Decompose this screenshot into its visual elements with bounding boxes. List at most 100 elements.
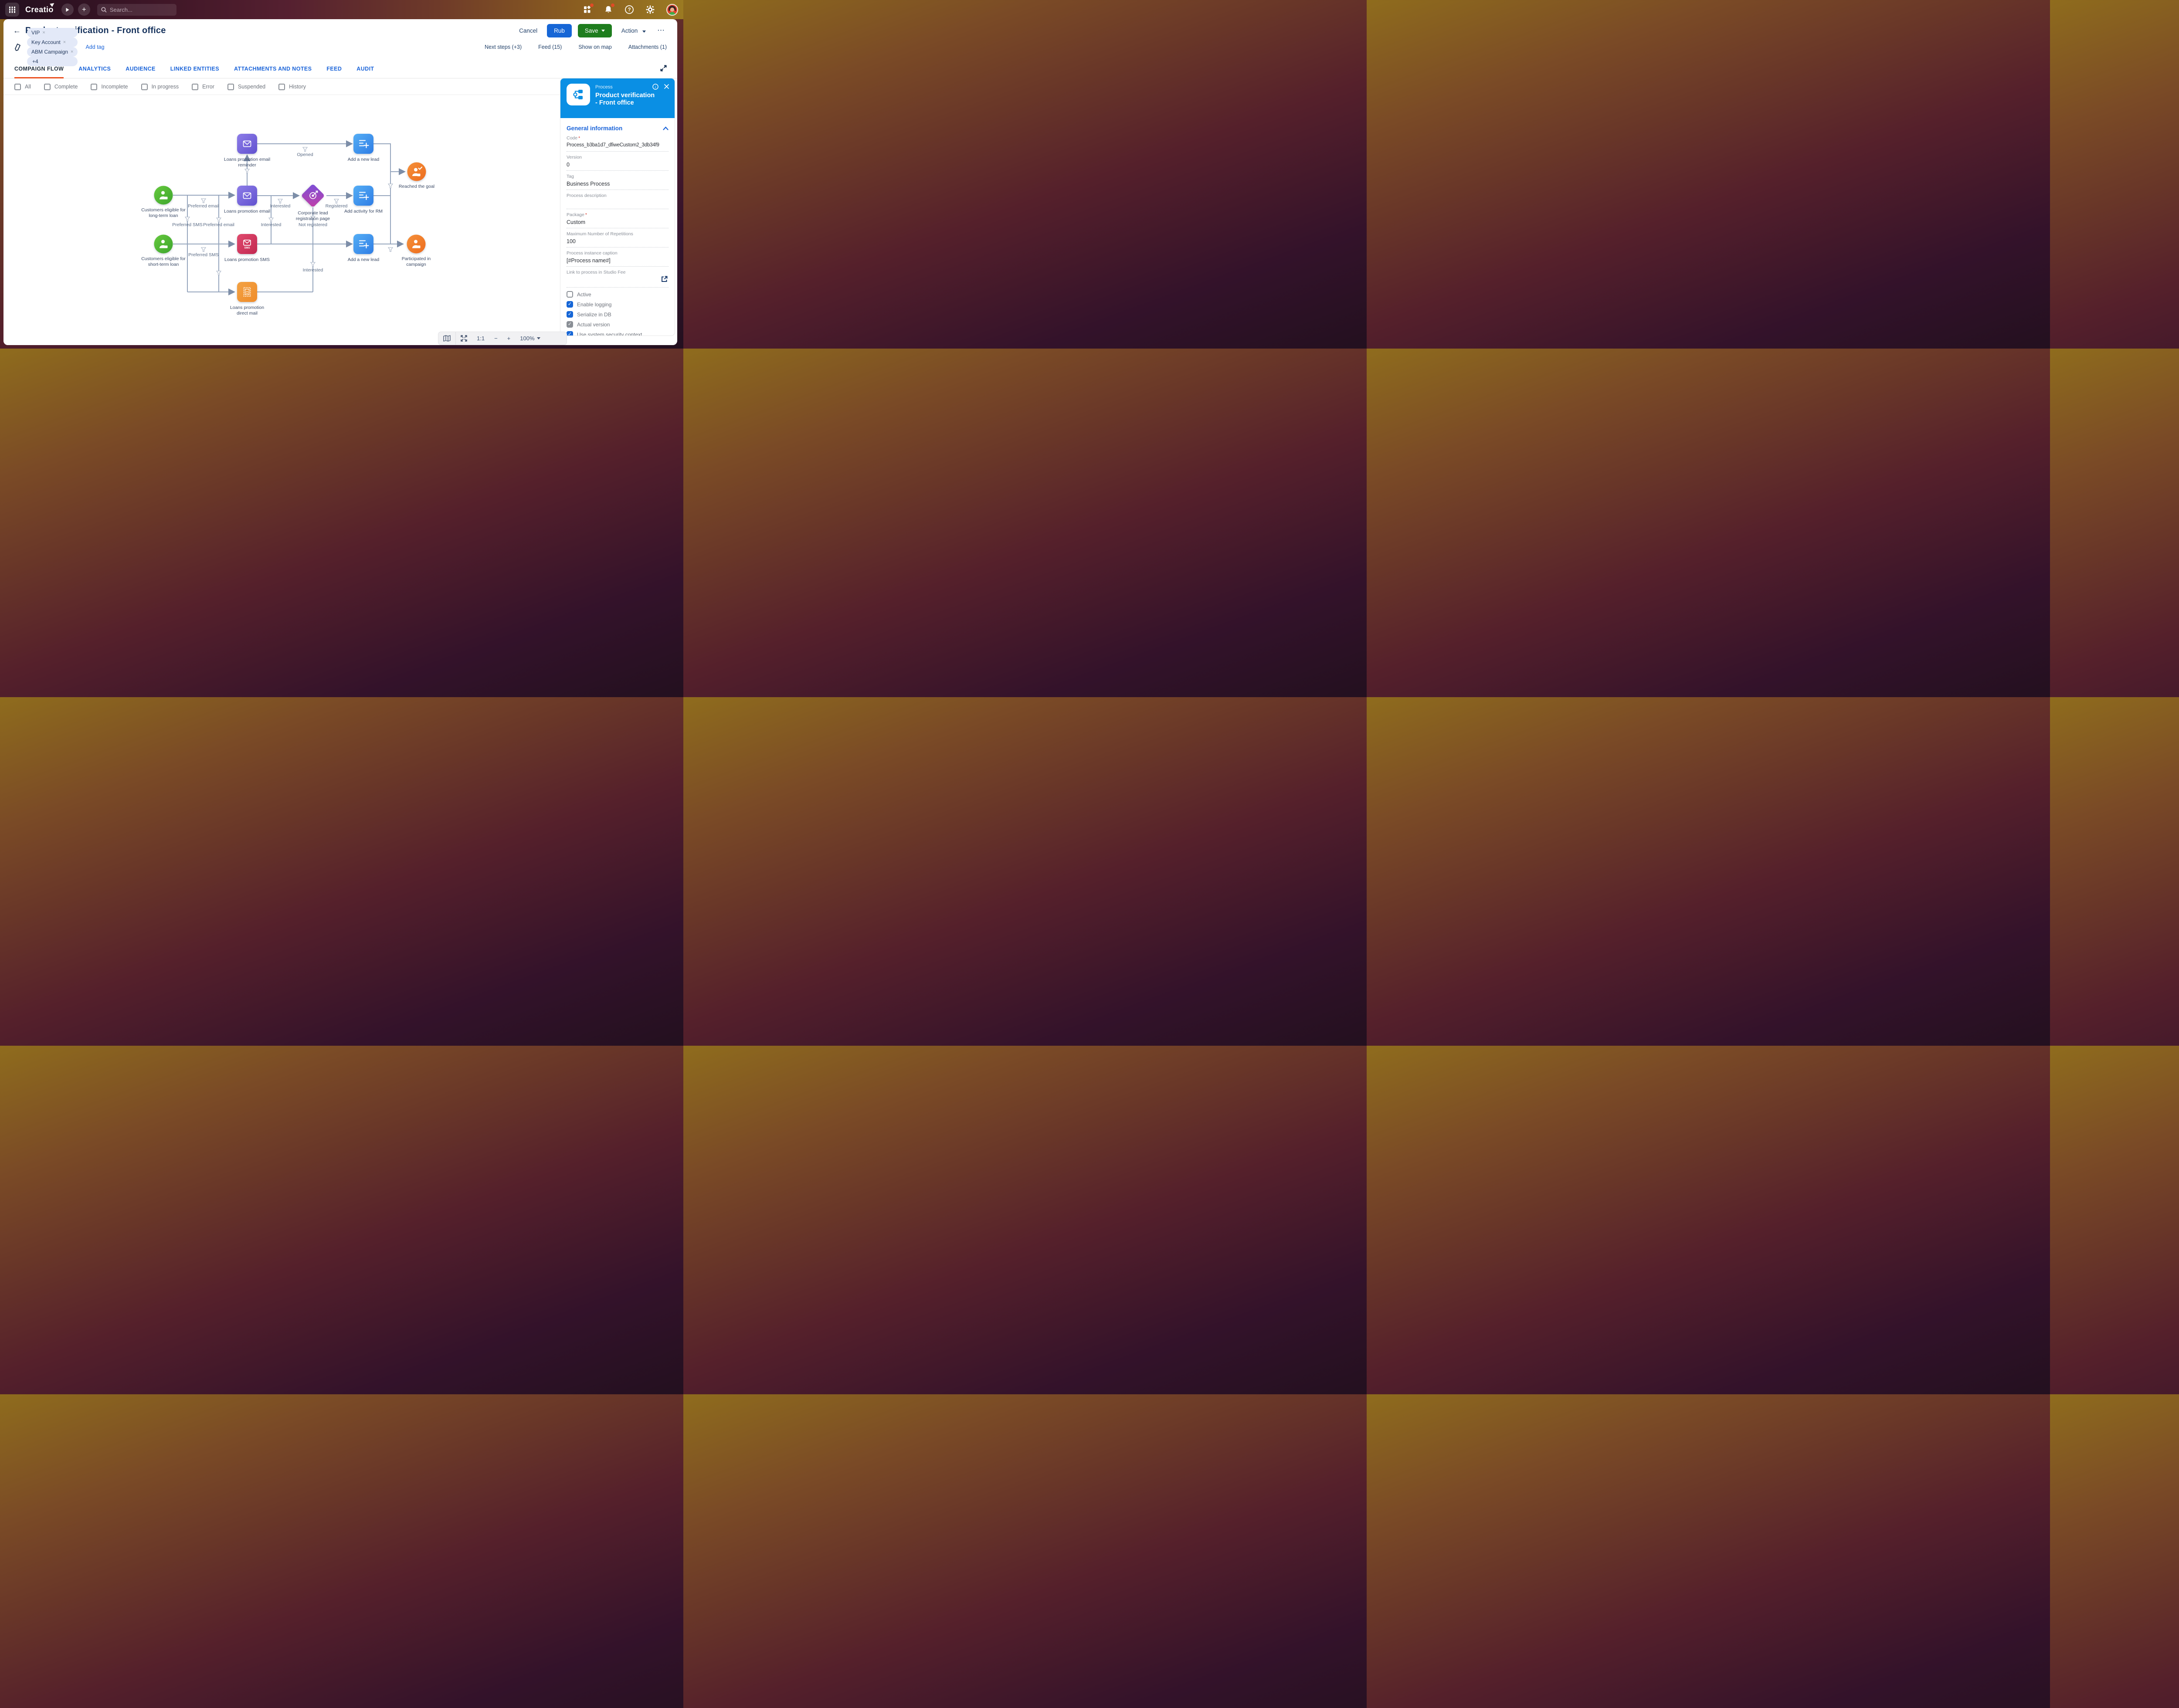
filter-checkbox-history[interactable]: History [278, 83, 306, 90]
header-link[interactable]: Show on map [578, 44, 612, 50]
remove-tag-icon[interactable]: × [63, 40, 66, 45]
save-button[interactable]: Save [577, 24, 612, 37]
remove-tag-icon[interactable]: × [71, 49, 74, 54]
run-button[interactable]: Rub [547, 24, 572, 37]
expand-diagram-icon[interactable] [660, 65, 667, 78]
minimap-button[interactable] [438, 332, 455, 345]
field-label: Code* [567, 136, 580, 141]
tab-compaign-flow[interactable]: COMPAIGN FLOW [14, 66, 64, 78]
fit-to-screen-button[interactable] [456, 332, 472, 345]
zoom-in-button[interactable]: + [507, 335, 511, 342]
user-avatar[interactable] [666, 3, 678, 16]
flow-node-loans-promotion-email-reminder[interactable] [237, 134, 257, 154]
flow-node-loans-promotion-email[interactable] [237, 186, 257, 206]
close-panel-icon[interactable] [664, 84, 669, 90]
checkbox-box[interactable] [227, 83, 234, 90]
checkbox-box[interactable] [91, 83, 98, 90]
action-label: Action [621, 27, 638, 34]
flow-node-loans-promotion-sms[interactable]: SMS [237, 234, 257, 254]
filter-checkbox-complete[interactable]: Complete [44, 83, 78, 90]
action-button[interactable]: Action [618, 25, 649, 37]
process-properties-panel: Process Product verification - Front off… [560, 78, 675, 336]
tag-pill[interactable]: ABM Campaign× [27, 47, 78, 57]
tab-linked-entities[interactable]: LINKED ENTITIES [170, 66, 220, 72]
filter-marker-icon [268, 217, 274, 223]
panel-checkbox-active[interactable]: Active [567, 291, 669, 298]
zoom-level-dropdown[interactable]: 100% [515, 332, 545, 345]
search-input[interactable] [109, 6, 171, 13]
filter-checkbox-incomplete[interactable]: Incomplete [91, 83, 128, 90]
header-link[interactable]: Attachments (1) [628, 44, 667, 50]
field-value[interactable]: 0 [567, 162, 570, 168]
filter-checkbox-in-progress[interactable]: In progress [141, 83, 179, 90]
actual-size-button[interactable]: 1:1 [477, 335, 485, 342]
field-value[interactable]: Business Process [567, 181, 610, 187]
quick-add-button[interactable]: + [78, 3, 90, 16]
header-link[interactable]: Feed (15) [538, 44, 562, 50]
connector-label: Interested [270, 203, 291, 209]
filter-checkbox-all[interactable]: All [14, 83, 31, 90]
flow-node-add-a-new-lead-bottom[interactable] [353, 234, 373, 254]
checkbox-box[interactable] [567, 291, 573, 298]
header-links: Next steps (+3) Feed (15) Show on map Attac… [485, 44, 667, 50]
flow-node-customers-eligible-short-term[interactable] [154, 234, 173, 254]
checkbox-box[interactable]: ✓ [567, 321, 573, 328]
tag-overflow-pill[interactable]: +4 [27, 57, 78, 66]
flow-node-participated-in-campaign[interactable] [407, 234, 426, 254]
field-value[interactable]: Custom [567, 219, 586, 225]
checkbox-box[interactable] [44, 83, 51, 90]
filter-checkbox-error[interactable]: Error [192, 83, 214, 90]
field-value[interactable]: Process_b3ba1d7_dfiweCustom2_3db34f9 [567, 142, 659, 148]
field-value[interactable]: 100 [567, 238, 576, 244]
checkbox-box[interactable] [278, 83, 285, 90]
external-link-icon[interactable] [567, 275, 669, 285]
creatio-app: Creatio + [0, 0, 683, 349]
panel-checkbox-actual-version[interactable]: ✓Actual version [567, 321, 669, 328]
checkbox-box[interactable]: ✓ [567, 311, 573, 318]
panel-checkbox-use-system-security-context[interactable]: ✓Use system security context [567, 331, 669, 336]
help-button[interactable]: ? [625, 5, 634, 14]
flow-node-corporate-lead-registration-page[interactable] [301, 183, 325, 207]
remove-tag-icon[interactable]: × [42, 30, 45, 35]
flow-node-reached-the-goal[interactable] [407, 162, 426, 181]
panel-checkbox-serialize-in-db[interactable]: ✓Serialize in DB [567, 311, 669, 318]
tag-pill[interactable]: Key Account× [27, 37, 78, 47]
flow-node-customers-eligible-long-term[interactable] [154, 186, 173, 205]
back-button[interactable]: ← [13, 26, 21, 35]
cancel-button[interactable]: Cancel [519, 27, 538, 34]
tag-pill[interactable]: VIP× [27, 28, 78, 37]
filter-checkbox-suspended[interactable]: Suspended [227, 83, 265, 90]
filter-marker-icon [277, 199, 283, 204]
tab-audience[interactable]: AUDIENCE [126, 66, 156, 72]
add-tag-link[interactable]: Add tag [85, 44, 105, 50]
flow-node-add-a-new-lead-top[interactable] [353, 134, 373, 154]
settings-button[interactable] [645, 5, 655, 14]
connector-label: Interested [261, 222, 282, 227]
more-actions-button[interactable]: ⋯ [657, 26, 665, 34]
field-value[interactable] [567, 200, 669, 207]
widgets-button[interactable] [583, 3, 594, 14]
app-launcher-button[interactable] [5, 3, 19, 17]
flow-node-add-activity-for-rm[interactable] [353, 186, 373, 206]
tab-analytics[interactable]: ANALYTICS [78, 66, 111, 72]
checkbox-box[interactable] [192, 83, 199, 90]
checkbox-box[interactable]: ✓ [567, 301, 573, 308]
header-link[interactable]: Next steps (+3) [485, 44, 522, 50]
tab-attachments-and-notes[interactable]: ATTACHMENTS AND NOTES [234, 66, 312, 72]
zoom-out-button[interactable]: − [494, 335, 498, 342]
tab-audit[interactable]: AUDIT [356, 66, 374, 72]
general-information-section-toggle[interactable]: General information [567, 125, 669, 132]
field-value[interactable]: [#Process name#] [567, 258, 611, 264]
notifications-button[interactable] [604, 3, 614, 14]
global-search[interactable] [97, 3, 176, 16]
tab-feed[interactable]: FEED [326, 66, 342, 72]
checkbox-box[interactable] [141, 83, 148, 90]
flow-node-loans-promotion-direct-mail[interactable] [237, 282, 257, 302]
tags-icon[interactable] [14, 43, 21, 51]
panel-checkbox-enable-logging[interactable]: ✓Enable logging [567, 301, 669, 308]
info-icon[interactable]: i [652, 84, 658, 90]
checkbox-box[interactable] [14, 83, 21, 90]
checkbox-box[interactable]: ✓ [567, 331, 573, 336]
run-process-button[interactable] [61, 3, 74, 16]
